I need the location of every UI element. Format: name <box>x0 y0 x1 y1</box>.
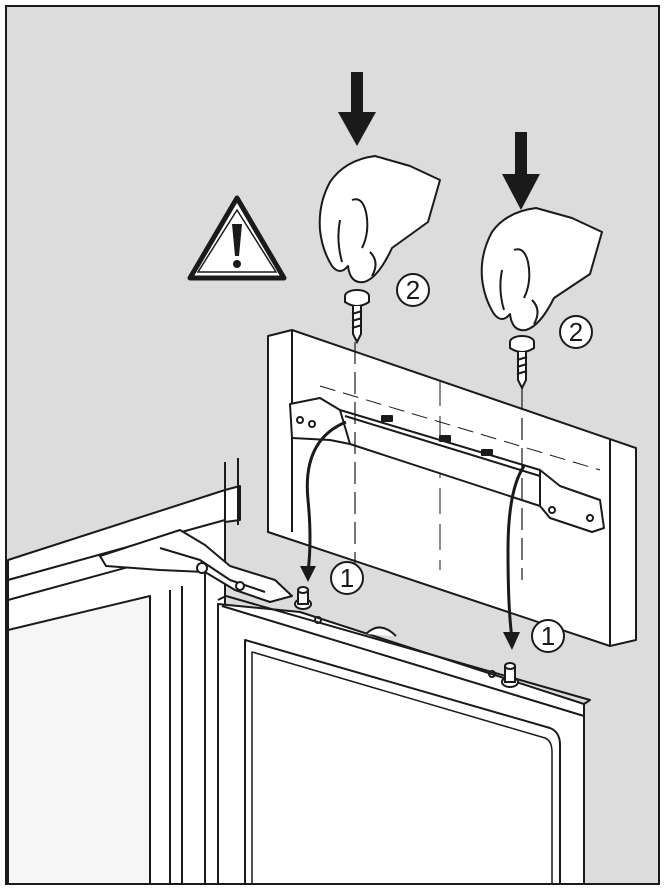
step-label-1-right: 1 <box>531 619 565 653</box>
hand-holding-screw-icon <box>318 155 441 284</box>
hand-holding-screw-icon <box>480 207 603 332</box>
warning-triangle-icon <box>187 195 287 281</box>
curved-arrow-right <box>506 465 526 639</box>
door-stud-right <box>501 662 519 688</box>
mounting-rail <box>289 397 605 533</box>
svg-text:2: 2 <box>406 275 420 305</box>
arrowhead-right <box>503 632 520 650</box>
arrowhead-left <box>300 566 316 582</box>
down-arrow-icon <box>338 72 376 146</box>
door-stud-left <box>294 586 312 610</box>
step-label-1-left: 1 <box>330 561 364 595</box>
svg-text:1: 1 <box>340 563 354 593</box>
step-label-2-right: 2 <box>559 315 593 349</box>
down-arrow-icon <box>502 132 540 210</box>
screw-icon <box>344 289 370 345</box>
svg-text:2: 2 <box>569 317 583 347</box>
screw-guide-lines <box>354 342 523 580</box>
svg-text:1: 1 <box>541 621 555 651</box>
cabinet-body <box>7 458 241 885</box>
upper-door-panel <box>267 329 637 647</box>
curved-arrow-left <box>305 420 347 573</box>
screw-icon <box>509 335 535 391</box>
hinge <box>99 529 293 603</box>
step-label-2-left: 2 <box>396 273 430 307</box>
door-panel <box>217 595 591 885</box>
